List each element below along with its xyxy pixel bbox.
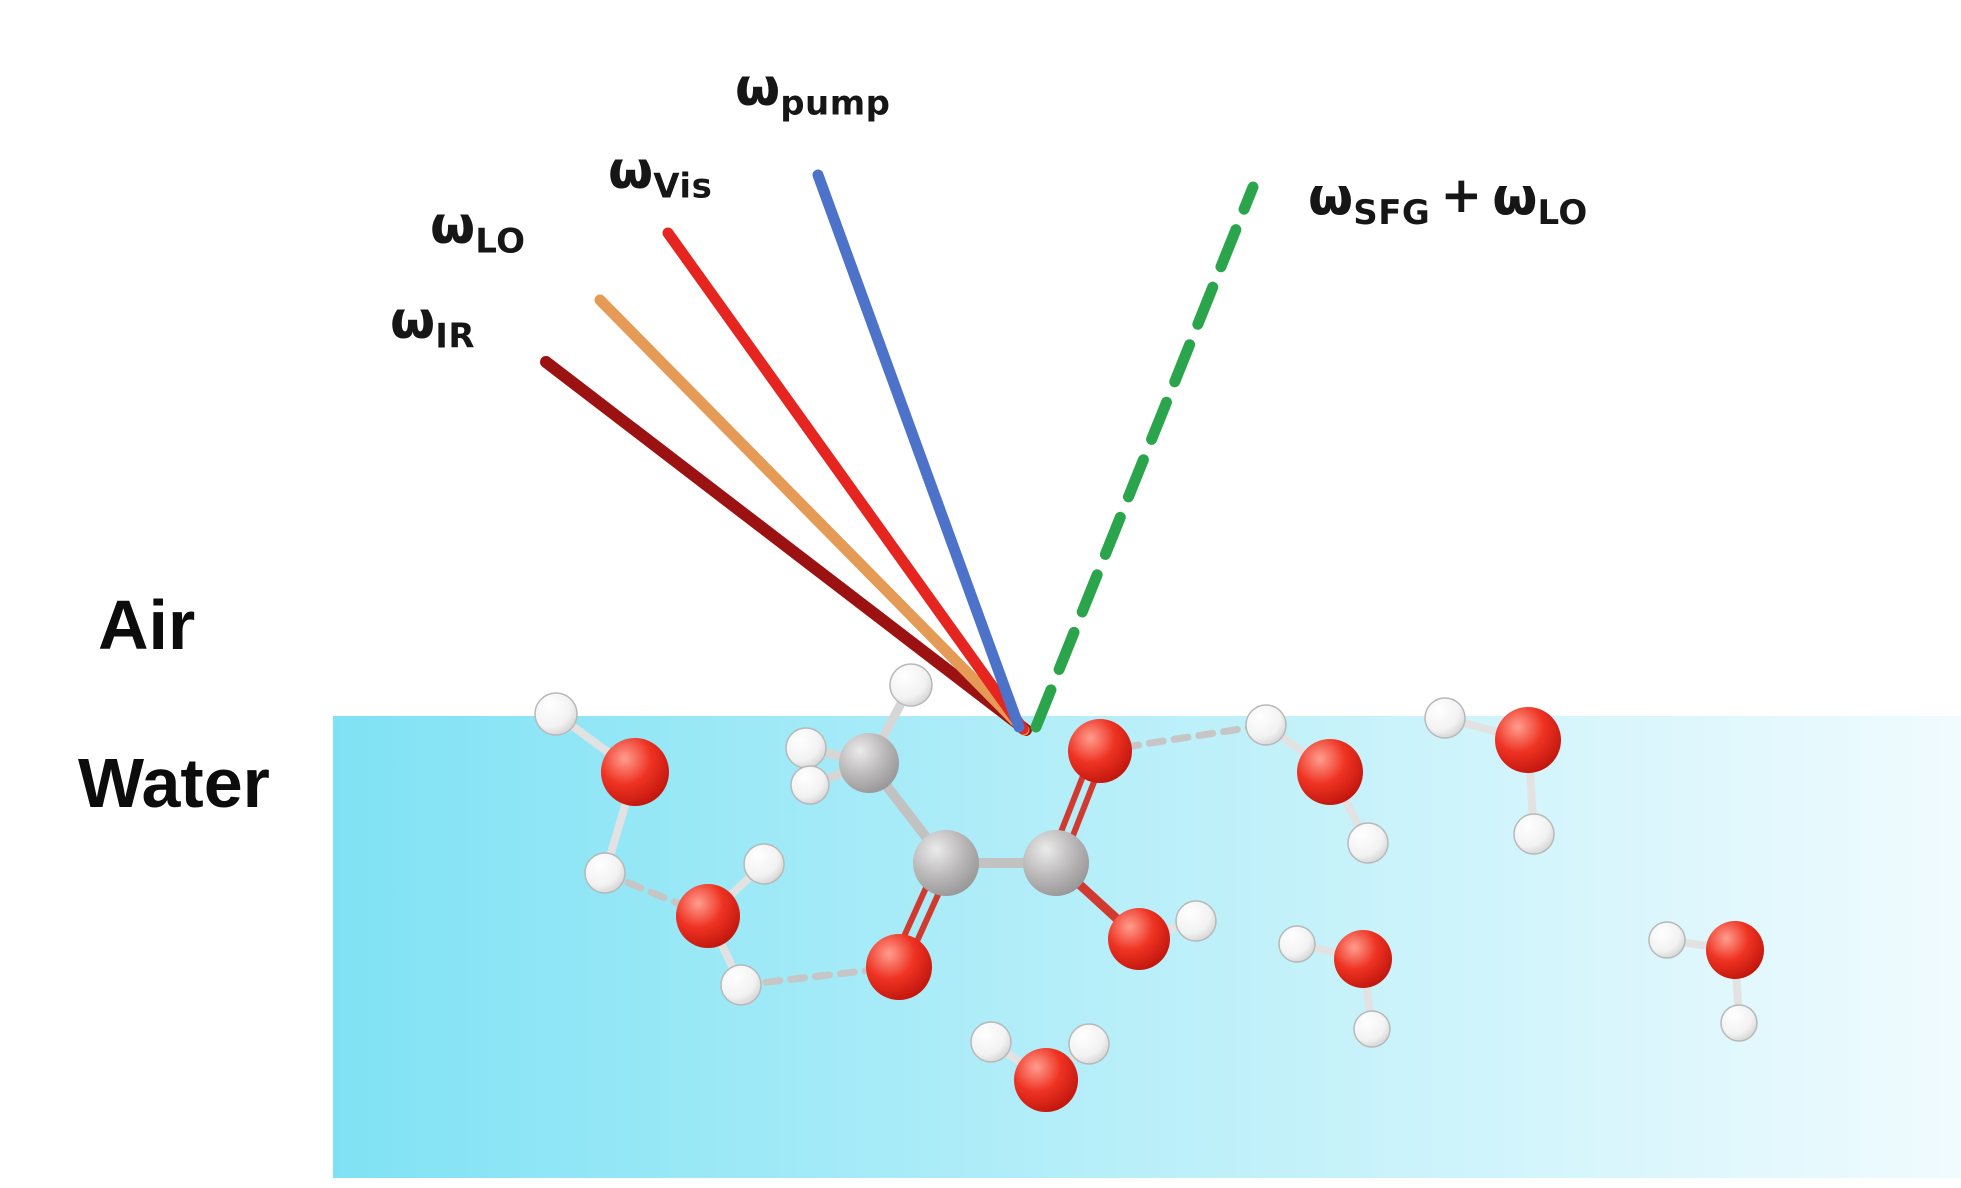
omega-subscript: SFG	[1353, 193, 1431, 234]
oxygen-atom	[1706, 921, 1764, 979]
hydrogen-atom	[1720, 1004, 1758, 1042]
oxygen-atom	[1334, 930, 1392, 988]
omega-subscript: LO	[475, 221, 526, 262]
carbon-atom	[1023, 830, 1089, 896]
omega-subscript: pump	[780, 83, 891, 124]
oxygen-atom	[1068, 719, 1132, 783]
omega-pump-label: ωpump	[735, 62, 891, 121]
water-molecule	[1245, 704, 1389, 864]
pyruvic-acid-molecule	[785, 663, 1217, 1000]
water-molecule	[676, 843, 785, 1006]
hydrogen-atom	[1513, 813, 1555, 855]
omega-symbol: ω	[608, 141, 654, 201]
omega-symbol: ω	[1492, 167, 1538, 228]
water-molecule	[970, 1021, 1110, 1112]
water-label: Water	[78, 744, 270, 822]
beam-ir	[540, 356, 1032, 736]
water-molecule	[1424, 697, 1561, 855]
water-molecule	[534, 692, 669, 894]
plus-sign: +	[1440, 166, 1483, 224]
oxygen-atom	[1108, 908, 1170, 970]
hydrogen-atom	[1175, 900, 1217, 942]
hydrogen-atom	[1278, 925, 1316, 963]
water-molecule	[1648, 921, 1764, 1042]
oxygen-atom	[1297, 739, 1363, 805]
hydrogen-atom	[534, 692, 578, 736]
hydrogen-atom	[785, 727, 827, 769]
omega-lo-label: ωLO	[430, 200, 526, 259]
oxygen-atom	[1014, 1048, 1078, 1112]
omega-subscript: Vis	[653, 166, 713, 207]
hydrogen-atom	[743, 843, 785, 885]
hydrogen-atom	[720, 964, 762, 1006]
beam-group	[540, 169, 1259, 736]
carbon-atom	[839, 733, 899, 793]
omega-symbol: ω	[1308, 167, 1354, 228]
omega-symbol: ω	[735, 58, 781, 118]
oxygen-atom	[676, 884, 740, 948]
hydrogen-atom	[1424, 697, 1466, 739]
hydrogen-bond	[601, 869, 712, 920]
carbon-atom	[913, 830, 979, 896]
beam-sfg-output	[1030, 181, 1259, 733]
beam-pump	[812, 169, 1025, 733]
omega-symbol: ω	[430, 196, 476, 256]
beam-lo	[594, 294, 1030, 736]
oxygen-atom	[1495, 707, 1561, 773]
omega-vis-label: ωVis	[608, 145, 712, 204]
omega-ir-label: ωIR	[390, 295, 475, 354]
oxygen-atom	[866, 934, 932, 1000]
water-molecule	[1278, 925, 1392, 1048]
hydrogen-atom	[970, 1021, 1012, 1063]
omega-subscript: IR	[435, 316, 476, 357]
hydrogen-atom	[584, 852, 626, 894]
omega-sfg-lo-label: ωSFG+ωLO	[1308, 170, 1588, 230]
oxygen-atom	[601, 738, 669, 806]
air-label: Air	[98, 586, 196, 664]
hydrogen-atom	[790, 765, 830, 805]
hydrogen-atom	[1347, 822, 1389, 864]
hydrogen-atom	[1068, 1023, 1110, 1065]
hydrogen-atom	[889, 663, 933, 707]
omega-symbol: ω	[390, 291, 436, 351]
hydrogen-atom	[1353, 1010, 1391, 1048]
omega-subscript: LO	[1537, 193, 1588, 234]
hydrogen-atom	[1245, 704, 1287, 746]
hydrogen-atom	[1648, 921, 1686, 959]
beam-vis	[662, 227, 1029, 735]
